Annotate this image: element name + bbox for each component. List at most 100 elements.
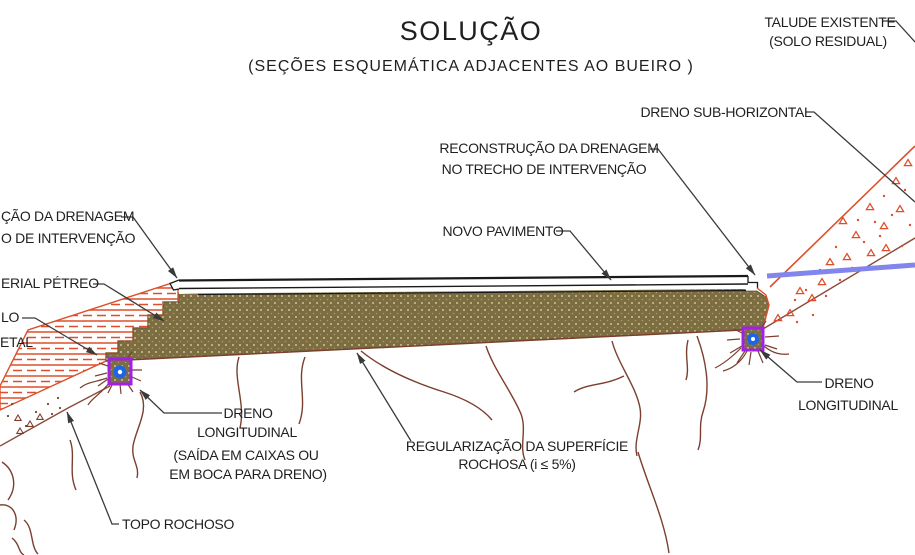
fill-right-edge xyxy=(756,287,770,329)
texture-mark xyxy=(804,288,808,292)
drain-pipe-core xyxy=(117,369,123,375)
texture-mark xyxy=(23,519,39,555)
texture-mark xyxy=(903,158,913,167)
texture-mark xyxy=(878,234,882,238)
rock-top-line-right xyxy=(762,237,915,330)
texture-mark xyxy=(11,537,25,555)
texture-mark xyxy=(900,244,904,248)
pavement-left-step xyxy=(169,279,180,291)
texture-mark xyxy=(866,248,876,257)
texture-mark xyxy=(132,391,145,479)
label-dreno-long-dir-2: LONGITUDINAL xyxy=(798,397,898,413)
page-subtitle: (SEÇÕES ESQUEMÁTICA ADJACENTES AO BUEIRO… xyxy=(248,55,694,75)
texture-mark xyxy=(10,402,14,406)
texture-mark xyxy=(56,396,60,400)
drain-root-spikes xyxy=(79,351,142,406)
texture-mark xyxy=(685,339,689,381)
label-dreno-long-dir-1: DRENO xyxy=(824,375,873,391)
leader-dreno-longitudinal-esq xyxy=(139,389,222,414)
leader-talude-existente xyxy=(883,20,915,43)
talude-texture xyxy=(773,158,913,324)
texture-mark xyxy=(793,298,797,302)
fill-bottom-line xyxy=(105,328,764,362)
texture-mark xyxy=(50,412,54,416)
rock-texture-left xyxy=(6,396,62,434)
leader-lines xyxy=(22,20,915,525)
label-dreno-sub-horizontal: DRENO SUB-HORIZONTAL xyxy=(640,104,812,120)
texture-mark xyxy=(903,188,907,192)
texture-mark xyxy=(236,356,243,429)
texture-mark xyxy=(862,240,866,244)
leader-material-petreo xyxy=(93,283,165,322)
pavement-top-line xyxy=(178,274,749,282)
texture-mark xyxy=(58,406,62,410)
texture-mark xyxy=(856,218,860,222)
texture-mark xyxy=(6,414,10,418)
texture-mark xyxy=(35,412,45,420)
drain-pipe-core xyxy=(751,337,755,341)
leader-dreno-sub-horizontal xyxy=(806,111,915,203)
rock-surface-left xyxy=(0,385,111,447)
rock-crack-lines xyxy=(0,335,708,555)
label-reconstrucao-1: RECONSTRUÇÃO DA DRENAGEM xyxy=(439,140,658,156)
label-reconstrucao-2: NO TRECHO DE INTERVENÇÃO xyxy=(442,161,647,177)
texture-mark xyxy=(696,335,708,451)
texture-mark xyxy=(0,504,17,531)
label-reconstrucao-esq-2: O DE INTERVENÇÃO xyxy=(1,230,136,246)
texture-mark xyxy=(873,220,877,224)
fill-region xyxy=(105,288,770,362)
texture-mark xyxy=(13,413,23,421)
texture-mark xyxy=(825,257,835,266)
texture-mark xyxy=(25,419,35,427)
texture-mark xyxy=(611,340,642,457)
texture-mark xyxy=(881,243,891,252)
texture-mark xyxy=(895,204,905,213)
texture-mark xyxy=(15,426,25,434)
texture-mark xyxy=(573,375,625,393)
texture-mark xyxy=(637,451,670,554)
leader-reconstrucao-esquerda xyxy=(121,216,178,279)
texture-mark xyxy=(34,410,38,414)
annotations: SOLUÇÃO (SEÇÕES ESQUEMÁTICA ADJACENTES A… xyxy=(0,14,899,532)
label-material-petreo: ERIAL PÉTREO xyxy=(1,275,99,291)
page-title: SOLUÇÃO xyxy=(400,15,543,46)
texture-mark xyxy=(795,286,805,295)
label-regularizacao-2: ROCHOSA (i ≤ 5%) xyxy=(458,456,575,472)
texture-mark xyxy=(817,277,827,286)
texture-mark xyxy=(908,223,912,227)
leader-reconstrucao-drenagem xyxy=(650,148,756,276)
label-novo-pavimento: NOVO PAVIMENTO xyxy=(442,223,563,239)
texture-mark xyxy=(1,461,15,501)
label-solo-frag-2: ETAL xyxy=(0,334,33,350)
texture-mark xyxy=(834,245,838,249)
texture-mark xyxy=(360,350,493,421)
texture-mark xyxy=(485,345,526,461)
texture-mark xyxy=(851,230,861,239)
sub-horizontal-drain-line xyxy=(766,262,915,279)
label-dreno-long-esq-2: LONGITUDINAL xyxy=(197,424,297,440)
texture-mark xyxy=(890,213,894,217)
texture-mark xyxy=(773,313,783,322)
pavement-right-step xyxy=(747,276,759,288)
right-talude-existente xyxy=(762,145,915,330)
texture-mark xyxy=(842,252,852,261)
label-reconstrucao-esq-1: ÇÃO DA DRENAGEM xyxy=(1,208,134,224)
texture-mark xyxy=(879,221,889,230)
longitudinal-drain-symbol-left xyxy=(79,351,142,406)
pavement-base-line xyxy=(197,289,747,296)
label-dreno-long-esq-3: (SAÍDA EM CAIXAS OU xyxy=(173,447,318,463)
texture-mark xyxy=(838,216,848,225)
label-topo-rochoso: TOPO ROCHOSO xyxy=(122,516,234,532)
pavement-mid-line xyxy=(178,283,749,290)
texture-mark xyxy=(865,202,875,211)
leader-solo xyxy=(22,317,98,356)
leader-topo-rochoso xyxy=(66,411,119,525)
stone-fill-material xyxy=(105,288,770,362)
talude-surface-line xyxy=(769,145,915,288)
texture-mark xyxy=(795,320,799,324)
texture-mark xyxy=(882,194,886,198)
texture-mark xyxy=(824,294,828,298)
texture-mark xyxy=(24,424,28,428)
